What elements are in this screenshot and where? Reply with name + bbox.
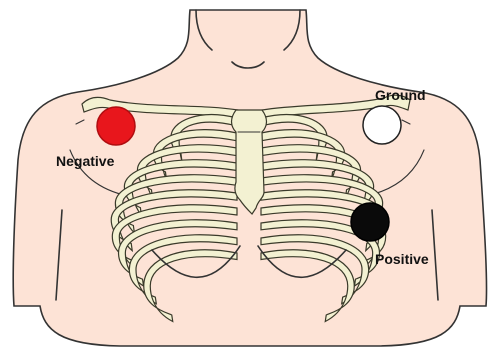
ground-electrode xyxy=(363,106,401,144)
negative-label: Negative xyxy=(56,153,115,169)
positive-label: Positive xyxy=(375,251,429,267)
positive-electrode xyxy=(351,203,389,241)
ground-label: Ground xyxy=(375,87,426,103)
negative-electrode xyxy=(97,107,135,145)
